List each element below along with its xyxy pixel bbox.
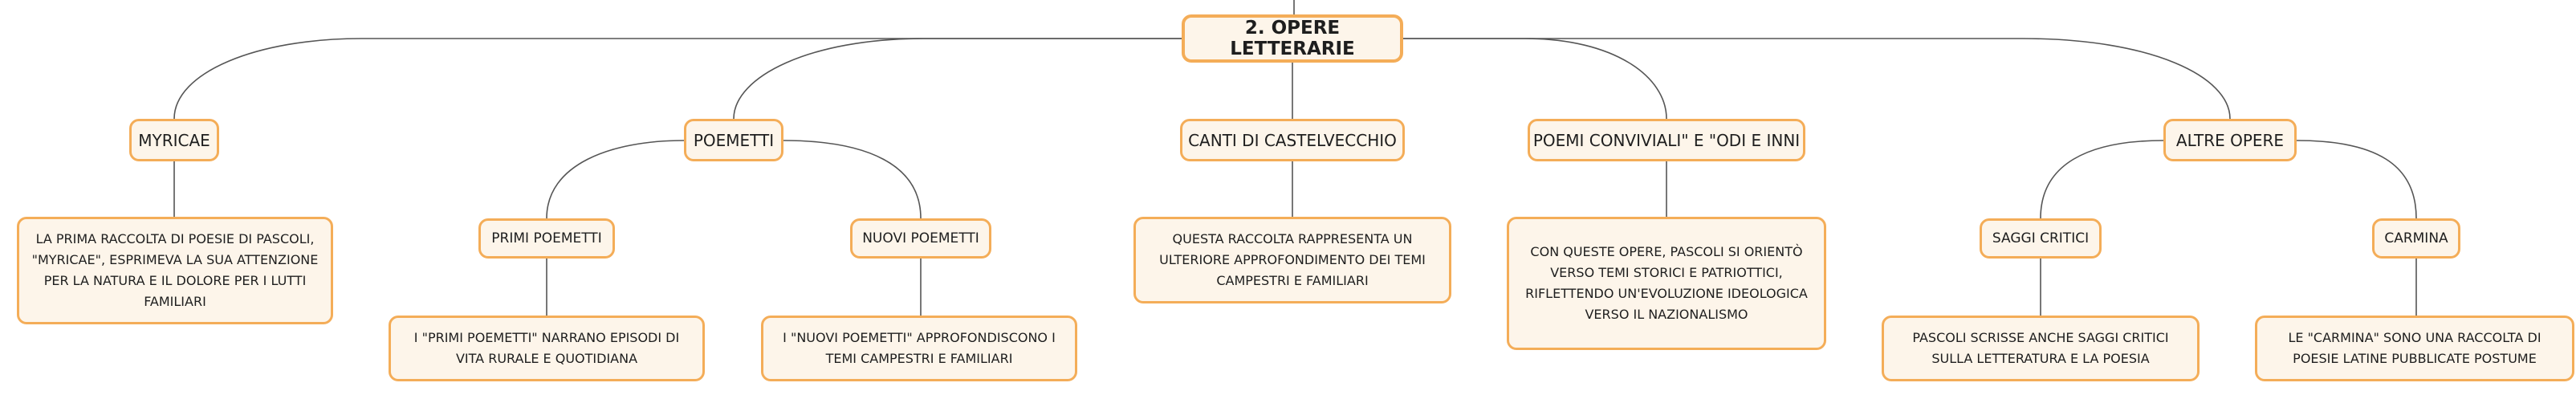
connector-root-poemetti <box>733 38 1182 120</box>
connector-altre-carmina <box>2296 140 2417 219</box>
connector-poemetti-primi <box>546 140 685 219</box>
topic-myricae[interactable]: MYRICAE <box>129 119 219 161</box>
description-primi-poemetti: I "PRIMI POEMETTI" NARRANO EPISODI DI VI… <box>389 316 705 381</box>
subtopic-nuovi-poemetti[interactable]: NUOVI POEMETTI <box>850 218 991 259</box>
topic-poemetti[interactable]: POEMETTI <box>684 119 783 161</box>
description-poemi-conviviali-odi-e-inni: CON QUESTE OPERE, PASCOLI SI ORIENTÒ VER… <box>1507 217 1826 350</box>
root-node-opere-letterarie[interactable]: 2. OPERE LETTERARIE <box>1182 14 1403 63</box>
topic-canti-di-castelvecchio[interactable]: CANTI DI CASTELVECCHIO <box>1180 119 1405 161</box>
description-saggi-critici: PASCOLI SCRISSE ANCHE SAGGI CRITICI SULL… <box>1882 316 2200 381</box>
connector-poemetti-nuovi <box>783 140 922 219</box>
description-canti-di-castelvecchio: QUESTA RACCOLTA RAPPRESENTA UN ULTERIORE… <box>1133 217 1451 303</box>
description-carmina: LE "CARMINA" SONO UNA RACCOLTA DI POESIE… <box>2255 316 2574 381</box>
topic-poemi-conviviali-odi-e-inni[interactable]: POEMI CONVIVIALI" E "ODI E INNI <box>1528 119 1805 161</box>
connector-root-poemi <box>1403 38 1667 120</box>
subtopic-primi-poemetti[interactable]: PRIMI POEMETTI <box>478 218 615 259</box>
connector-root-myricae <box>173 38 1182 120</box>
description-nuovi-poemetti: I "NUOVI POEMETTI" APPROFONDISCONO I TEM… <box>761 316 1077 381</box>
description-myricae: LA PRIMA RACCOLTA DI POESIE DI PASCOLI, … <box>17 217 333 324</box>
connector-root-altre <box>1403 38 2231 120</box>
topic-altre-opere[interactable]: ALTRE OPERE <box>2163 119 2297 161</box>
connector-altre-saggi <box>2040 140 2164 219</box>
subtopic-carmina[interactable]: CARMINA <box>2372 218 2460 259</box>
subtopic-saggi-critici[interactable]: SAGGI CRITICI <box>1980 218 2102 259</box>
